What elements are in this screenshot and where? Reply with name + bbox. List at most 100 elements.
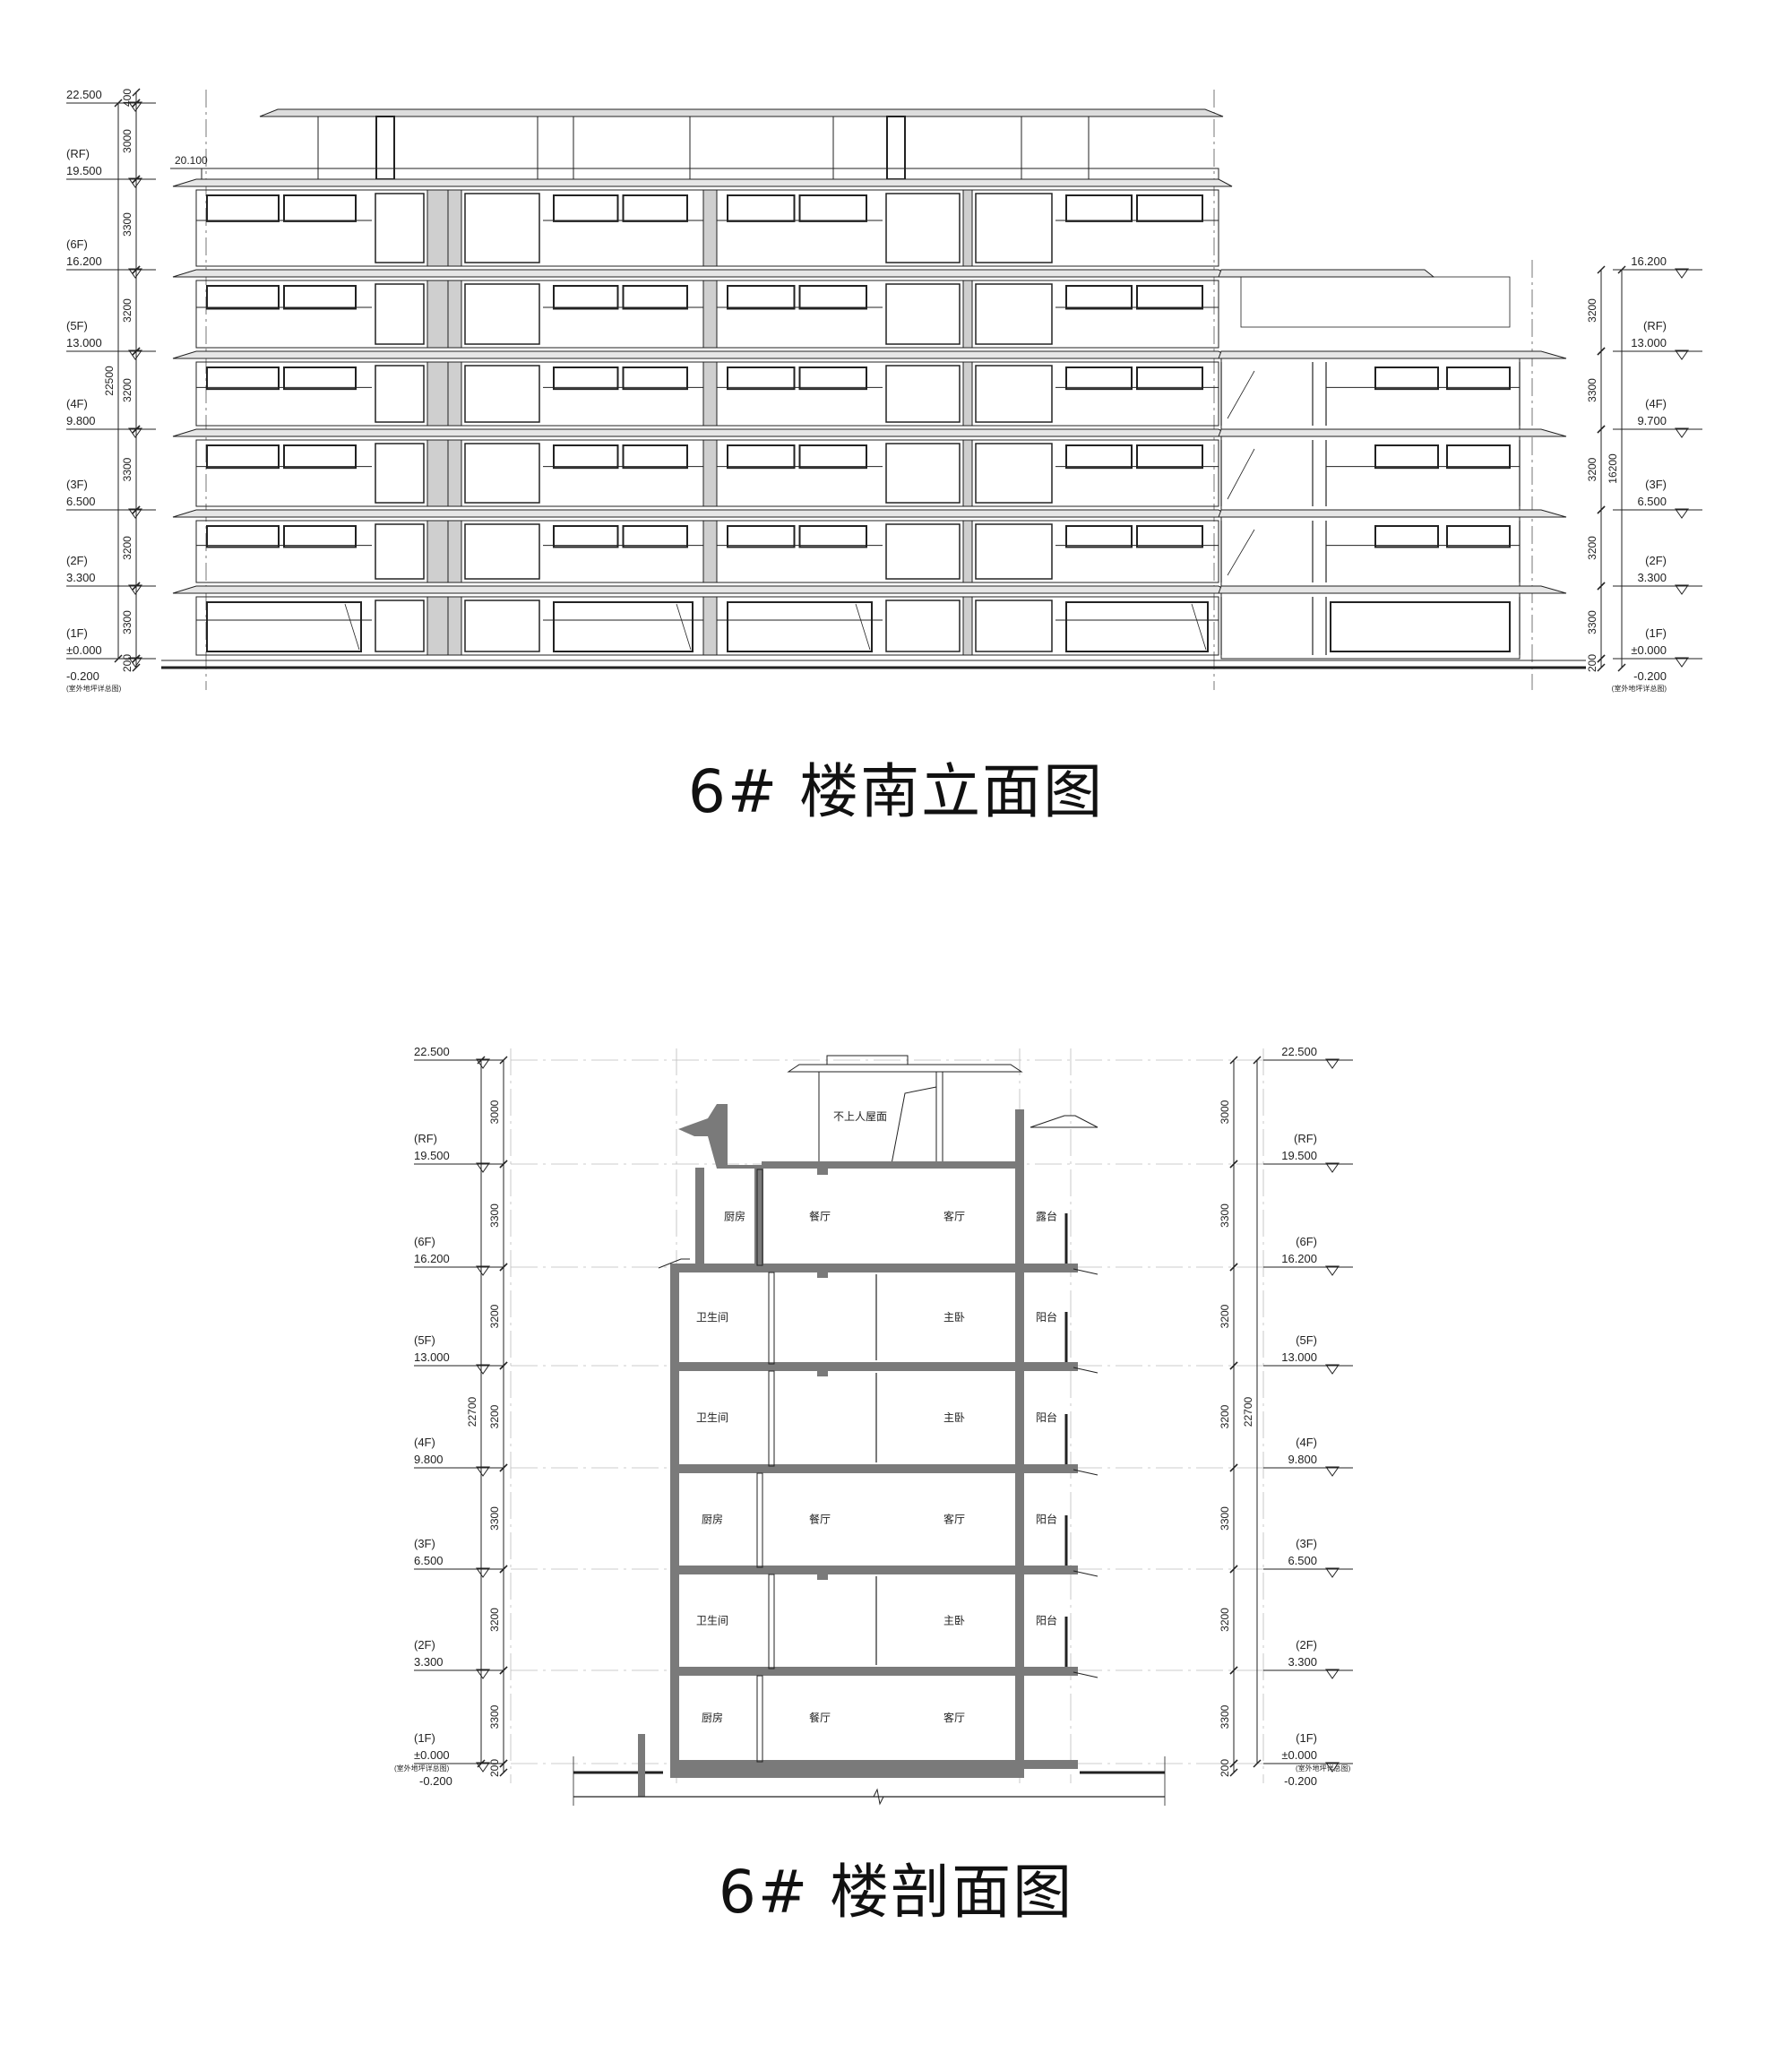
section-exterior-wall (1015, 1168, 1024, 1267)
window (1065, 444, 1133, 470)
section-wall (754, 1165, 763, 1267)
section-exterior-wall (670, 1573, 679, 1670)
storefront-window (727, 601, 873, 652)
window (283, 444, 357, 470)
section-exterior-wall (695, 1168, 704, 1267)
section-step-wall (638, 1734, 645, 1797)
window (727, 444, 796, 470)
elev-left-level-elevation-value: 19.500 (66, 164, 102, 177)
section-left-level-elevation-value: ±0.000 (414, 1748, 450, 1762)
wing-roof-terrace (1240, 276, 1511, 328)
section-right-ground-level: -0.200 (1284, 1774, 1317, 1788)
elev-right-total-dim-value: 16200 (1607, 453, 1619, 484)
level-triangle-icon (128, 349, 142, 360)
elev-left-level-floor-label: (1F) (66, 626, 88, 640)
room-label: 卫生间 (696, 1311, 728, 1324)
pavilion-column (375, 116, 395, 180)
section-left-level-floor-label: (2F) (414, 1638, 435, 1652)
level-triangle-icon (128, 427, 142, 438)
level-triangle-icon (128, 177, 142, 188)
dim-tick (132, 582, 141, 591)
floor-eave-slab (172, 178, 1233, 187)
section-right-dim-value: 3200 (1219, 1304, 1231, 1328)
section-left-level-floor-label: (5F) (414, 1333, 435, 1347)
window (206, 525, 280, 548)
section-exterior-wall (1015, 1674, 1024, 1764)
dim-tick (1229, 1759, 1238, 1768)
section-left-level-floor-label: (6F) (414, 1235, 435, 1248)
window (1136, 194, 1203, 222)
elev-right-level-floor-label: (RF) (1643, 319, 1667, 332)
dim-tick (499, 1160, 508, 1169)
room-label: 餐厅 (809, 1711, 831, 1724)
section-kitchen-parapet (678, 1104, 754, 1169)
elev-right-level-elevation-value: ±0.000 (1631, 643, 1667, 657)
elev-left-dim-value: 3200 (121, 536, 134, 560)
elev-right-dim-value: 3300 (1586, 378, 1598, 402)
elev-right-level-elevation-value: 13.000 (1631, 336, 1667, 349)
section-parapet (1015, 1109, 1024, 1172)
section-exterior-wall (670, 1471, 679, 1569)
section-right-dim-value: 3200 (1219, 1608, 1231, 1632)
structural-column (962, 361, 973, 427)
window (283, 367, 357, 391)
pavilion-eave (259, 108, 1224, 117)
section-left-ground-note: (室外地坪详总图) (394, 1764, 450, 1773)
level-triangle-icon (1675, 349, 1689, 360)
window (622, 367, 688, 391)
section-exterior-wall (1015, 1573, 1024, 1670)
balcony-eave (1073, 1570, 1098, 1577)
dim-tick (1229, 1768, 1238, 1777)
elev-right-level-floor-label: (1F) (1645, 626, 1667, 640)
roof-label: 不上人屋面 (833, 1110, 887, 1123)
dim-tick (132, 654, 141, 663)
window (1065, 194, 1133, 222)
dim-tick (477, 1759, 486, 1768)
section-interior-partition (756, 1169, 763, 1266)
section-right-level-floor-label: (1F) (1296, 1731, 1317, 1745)
elev-left-level-floor-label: (4F) (66, 397, 88, 410)
window (727, 285, 796, 310)
section-right-dim-value: 3200 (1219, 1404, 1231, 1428)
elev-right-level-floor-label: (3F) (1645, 478, 1667, 491)
dim-tick (499, 1463, 508, 1472)
section-right-level-floor-label: (6F) (1296, 1235, 1317, 1248)
section-exterior-wall (1015, 1369, 1024, 1468)
section-interior-partition (756, 1675, 763, 1763)
level-triangle-icon (128, 508, 142, 519)
glazed-door (375, 193, 425, 263)
section-interior-partition (768, 1574, 775, 1669)
room-label: 露台 (1036, 1210, 1057, 1223)
floor-eave-slab (172, 269, 1233, 278)
room-label: 厨房 (724, 1210, 745, 1223)
structural-column (702, 520, 718, 583)
room-label: 阳台 (1036, 1310, 1057, 1324)
elev-right-level-elevation-value: 9.700 (1637, 414, 1667, 427)
section-floor-slab (670, 1667, 1078, 1676)
section-floor-slab (670, 1464, 1078, 1473)
door-swing (1191, 603, 1207, 651)
balcony-eave (1073, 1367, 1098, 1374)
elev-right-ground-note: (室外地坪详总图) (1612, 684, 1667, 693)
section-right-level-elevation-value: 13.000 (1281, 1350, 1317, 1364)
level-triangle-icon (476, 1669, 490, 1679)
room-label: 卫生间 (696, 1411, 728, 1424)
level-triangle-icon (476, 1466, 490, 1477)
dim-tick (499, 1666, 508, 1675)
section-floor-slab (670, 1362, 1078, 1371)
section-left-level-elevation-value: 9.800 (414, 1453, 444, 1466)
dim-tick (499, 1056, 508, 1065)
window (206, 194, 280, 222)
section-right-level-floor-label: (3F) (1296, 1537, 1317, 1550)
structural-column (447, 280, 462, 349)
section-left-level-floor-label: (3F) (414, 1537, 435, 1550)
section-exterior-wall (1015, 1271, 1024, 1366)
section-left-level-elevation-value: 22.500 (414, 1045, 450, 1058)
elev-right-level-elevation-value: 16.200 (1631, 254, 1667, 268)
elev-left-dim-value: 200 (121, 654, 134, 672)
section-left-dim-value: 3000 (488, 1100, 501, 1124)
elev-right-dim-value: 3300 (1586, 610, 1598, 634)
window (622, 285, 688, 310)
structural-column (962, 439, 973, 507)
